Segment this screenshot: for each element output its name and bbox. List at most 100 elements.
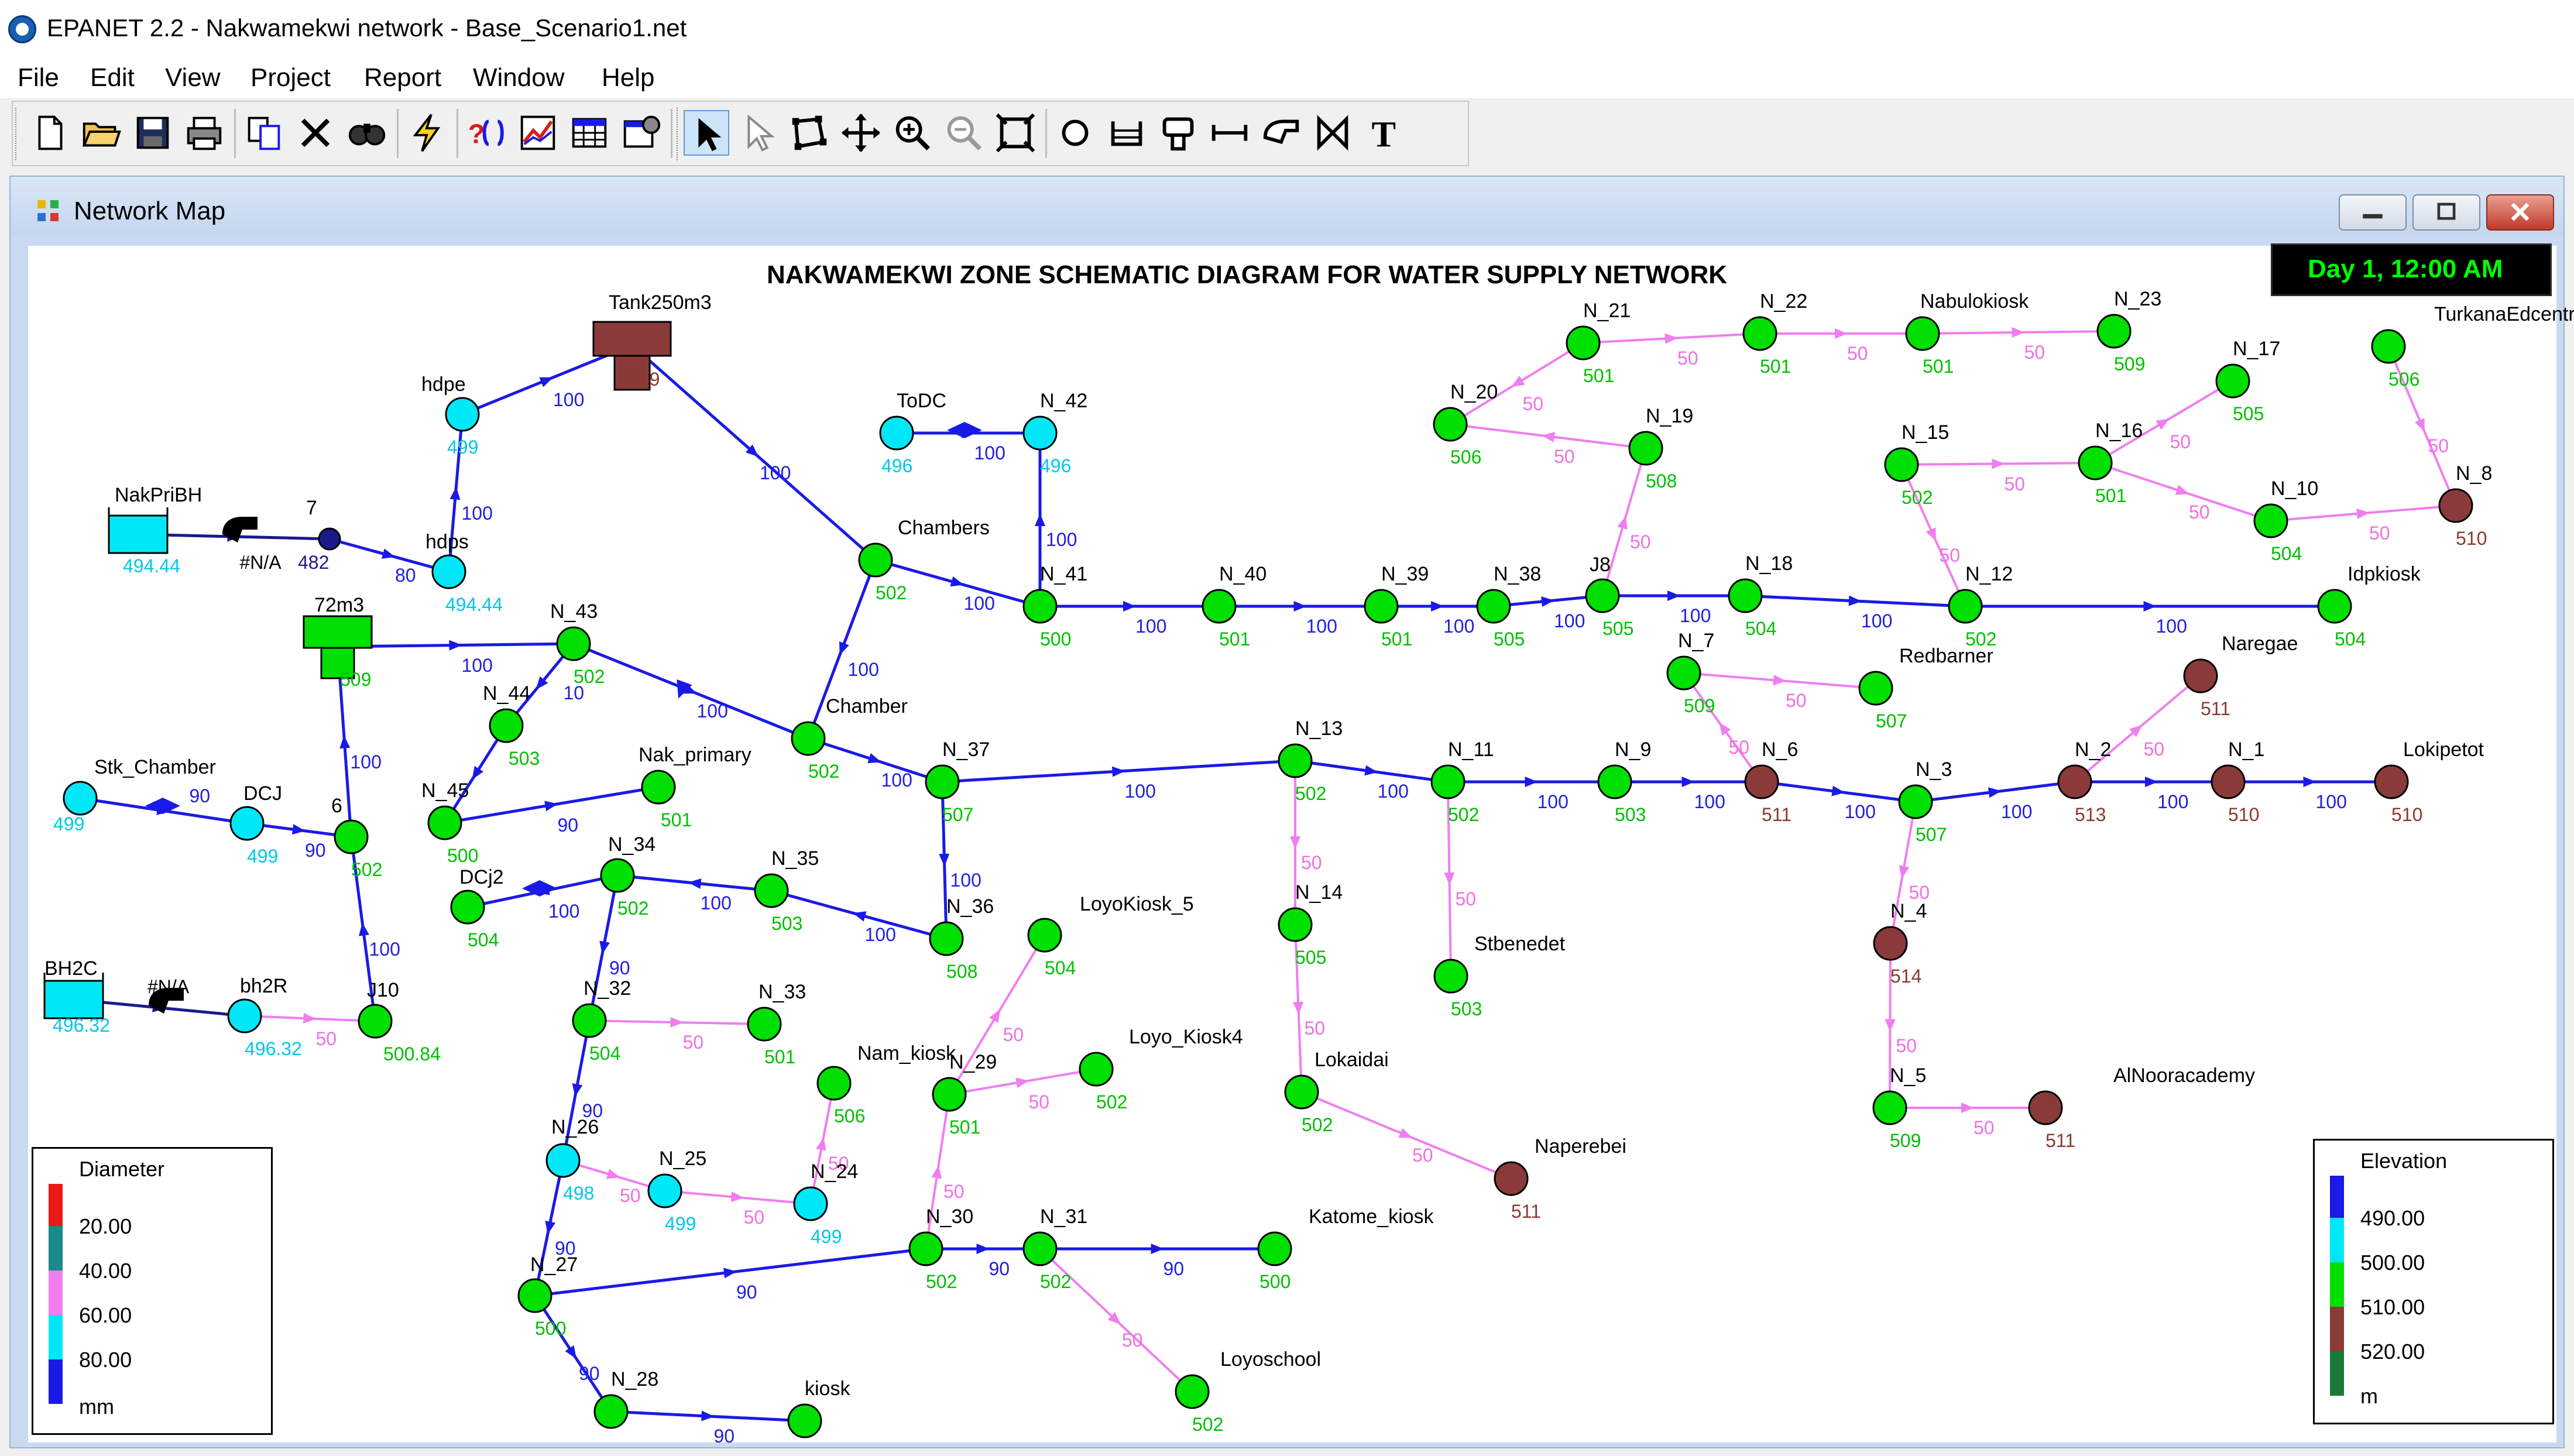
- graph-icon[interactable]: [515, 110, 561, 156]
- add-label-icon[interactable]: T: [1361, 110, 1407, 156]
- add-tank-icon[interactable]: [1155, 110, 1201, 156]
- delete-icon[interactable]: [293, 110, 338, 156]
- node-elevation-label: 504: [2335, 629, 2366, 650]
- pipe-diameter-label: 100: [760, 462, 791, 483]
- menu-window[interactable]: Window: [473, 63, 565, 92]
- legend-item: 20.00: [79, 1214, 132, 1238]
- pan-icon[interactable]: [838, 110, 884, 156]
- pipe-diameter-label: 90: [557, 814, 579, 836]
- node-elevation-label: 494.44: [123, 555, 180, 576]
- node-elevation-label: 505: [1602, 618, 1634, 639]
- node-id-label: N_22: [1760, 290, 1808, 313]
- node-elevation-label: 499: [665, 1213, 696, 1234]
- pipe-diameter-label: 50: [1028, 1091, 1050, 1112]
- svg-text:T: T: [1372, 114, 1396, 154]
- pipe-diameter-label: 100: [553, 389, 585, 410]
- minimize-button[interactable]: [2339, 194, 2407, 231]
- node-elevation-label: 500.84: [383, 1043, 441, 1064]
- node-elevation-label: 507: [1876, 710, 1907, 732]
- node-id-label: N_44: [483, 682, 531, 705]
- menu-project[interactable]: Project: [250, 63, 331, 92]
- node-id-label: NakPriBH: [115, 484, 203, 506]
- pipe-diameter-label: 100: [1694, 791, 1725, 812]
- pipe-diameter-label: 50: [1304, 1018, 1326, 1039]
- toolbar-separator: [457, 109, 458, 158]
- pipe-diameter-label: 50: [2170, 431, 2191, 452]
- node-id-label: Loyoschool: [1220, 1348, 1322, 1371]
- node-id-label: 7: [306, 497, 317, 519]
- main-toolbar: ? T: [12, 101, 1469, 166]
- toolbar-grip[interactable]: [677, 108, 681, 160]
- menu-help[interactable]: Help: [602, 63, 655, 92]
- menu-edit[interactable]: Edit: [90, 63, 135, 92]
- run-icon[interactable]: [404, 110, 449, 156]
- find-icon[interactable]: [344, 110, 390, 156]
- pipe-diameter-label: 100: [950, 870, 981, 891]
- close-button[interactable]: [2486, 194, 2554, 231]
- node-id-label: Stk_Chamber: [94, 756, 216, 778]
- node-id-label: N_12: [1965, 563, 2013, 585]
- pipe-diameter-label: 100: [1135, 616, 1167, 637]
- node-id-label: N_18: [1745, 552, 1793, 575]
- node-id-label: Chamber: [826, 695, 908, 717]
- menu-view[interactable]: View: [165, 63, 221, 92]
- select-vertex-icon[interactable]: [735, 110, 781, 156]
- node-elevation-label: 496: [881, 455, 913, 476]
- query-icon[interactable]: ?: [464, 110, 509, 156]
- node-elevation-label: 503: [1451, 998, 1482, 1019]
- full-extent-icon[interactable]: [993, 110, 1038, 156]
- add-junction-icon[interactable]: [1052, 110, 1098, 156]
- legend-item: 490.00: [2360, 1206, 2425, 1230]
- options-icon[interactable]: [618, 110, 664, 156]
- restore-button[interactable]: [2412, 194, 2480, 231]
- pipe-diameter-label: 50: [1974, 1117, 1995, 1138]
- menu-report[interactable]: Report: [364, 63, 442, 92]
- add-valve-icon[interactable]: [1310, 110, 1355, 156]
- copy-icon[interactable]: [241, 110, 287, 156]
- open-folder-icon[interactable]: [78, 110, 124, 156]
- legend-color-swatch: [2330, 1176, 2344, 1218]
- legend-color-swatch: [49, 1184, 63, 1226]
- node-id-label: J10: [367, 979, 399, 1001]
- add-pump-icon[interactable]: [1258, 110, 1304, 156]
- node-id-label: N_19: [1646, 405, 1694, 427]
- pipe-diameter-label: #N/A: [239, 552, 282, 573]
- menu-file[interactable]: File: [18, 63, 59, 92]
- node-elevation-label: 501: [1583, 365, 1615, 386]
- select-object-icon[interactable]: [684, 110, 729, 156]
- node-id-label: N_23: [2114, 288, 2162, 310]
- node-id-label: N_6: [1762, 739, 1799, 761]
- zoom-out-icon[interactable]: [941, 110, 987, 156]
- pipe-diameter-label: 50: [1122, 1330, 1143, 1351]
- table-icon[interactable]: [567, 110, 612, 156]
- node-id-label: N_45: [421, 779, 469, 802]
- zoom-in-icon[interactable]: [890, 110, 935, 156]
- pipe-diameter-label: 100: [369, 938, 400, 960]
- pipe-diameter-label: 100: [1124, 781, 1156, 802]
- new-file-icon[interactable]: [27, 110, 73, 156]
- network-map-icon: [37, 200, 59, 221]
- node-elevation-label: 506: [834, 1105, 866, 1127]
- save-icon[interactable]: [130, 110, 176, 156]
- add-pipe-icon[interactable]: [1207, 110, 1252, 156]
- elevation-legend[interactable]: Elevation 490.00 500.00 510.00 520.00 m: [2313, 1139, 2554, 1424]
- pipe-diameter-label: 90: [989, 1258, 1010, 1279]
- diameter-legend[interactable]: Diameter 20.00 40.00 60.00 80.00 mm: [32, 1147, 273, 1435]
- node-elevation-label: 501: [661, 809, 692, 830]
- print-icon[interactable]: [181, 110, 227, 156]
- pipe-diameter-label: 100: [1306, 616, 1337, 637]
- node-elevation-label: 502: [1965, 629, 1997, 650]
- select-region-icon[interactable]: [787, 110, 832, 156]
- pipe-diameter-label: 50: [1786, 690, 1807, 711]
- node-elevation-label: 501: [2095, 485, 2127, 506]
- node-id-label: N_29: [949, 1051, 997, 1073]
- node-id-label: hdps: [425, 531, 469, 553]
- node-elevation-label: 496.32: [53, 1015, 110, 1036]
- network-map-canvas[interactable]: [28, 246, 2556, 1443]
- pipe-diameter-label: 50: [2189, 501, 2210, 523]
- pipe-diameter-label: 100: [1443, 616, 1475, 637]
- legend-color-swatch: [49, 1315, 63, 1359]
- toolbar-grip[interactable]: [15, 108, 20, 160]
- pipe-diameter-label: 90: [555, 1237, 576, 1259]
- add-reservoir-icon[interactable]: [1104, 110, 1149, 156]
